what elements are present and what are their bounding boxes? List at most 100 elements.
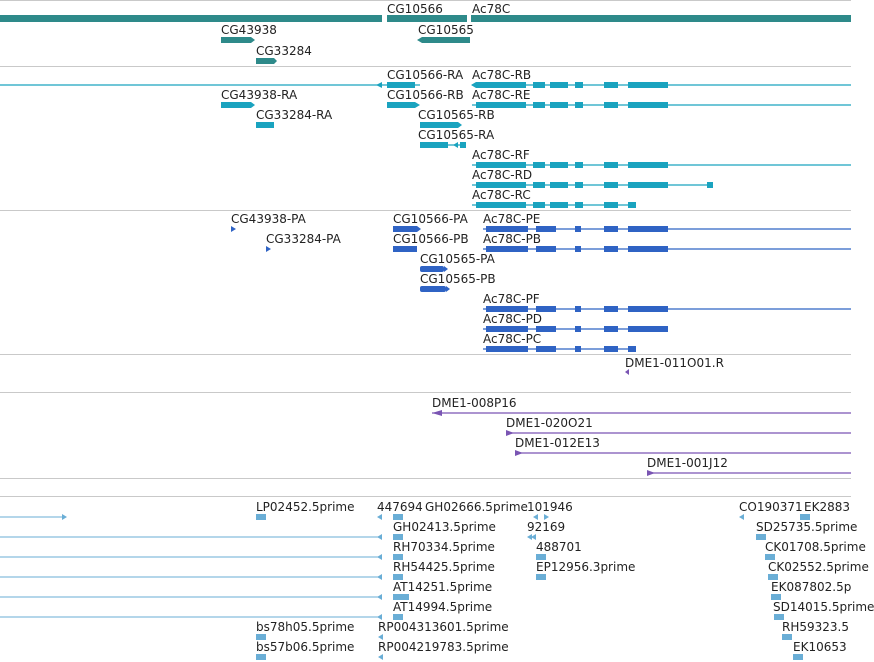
est-marker[interactable] xyxy=(393,574,403,580)
protein-label[interactable]: CG43938-PA xyxy=(231,212,306,226)
est-marker[interactable] xyxy=(393,554,403,560)
est-label[interactable]: EK10653 xyxy=(793,640,847,654)
est-label[interactable]: AT14994.5prime xyxy=(393,600,493,614)
est-label[interactable]: bs78h05.5prime xyxy=(256,620,355,634)
est-marker[interactable] xyxy=(793,654,803,660)
clone-arrow xyxy=(647,470,655,476)
est-label[interactable]: RH70334.5prime xyxy=(393,540,495,554)
est-marker[interactable] xyxy=(393,614,403,620)
est-label[interactable]: RH59323.5 xyxy=(782,620,849,634)
transcript-label[interactable]: Ac78C-RC xyxy=(472,188,531,202)
clone-label[interactable]: DME1-001J12 xyxy=(647,456,728,470)
protein-label[interactable]: Ac78C-PB xyxy=(483,232,542,246)
gene-bar-Ac78C[interactable] xyxy=(471,15,851,22)
gene-bar-CG10565[interactable] xyxy=(422,37,470,43)
est-marker[interactable] xyxy=(768,574,778,580)
est-label[interactable]: CK02552.5prime xyxy=(768,560,869,574)
transcript-label[interactable]: CG43938-RA xyxy=(221,88,298,102)
est-label[interactable]: bs57b06.5prime xyxy=(256,640,355,654)
est-label[interactable]: GH02413.5prime xyxy=(393,520,496,534)
protein-label[interactable]: Ac78C-PF xyxy=(483,292,540,306)
est-marker[interactable] xyxy=(393,514,403,520)
gene-bar-CG10566[interactable] xyxy=(0,15,382,22)
gene-bar-CG43938[interactable] xyxy=(221,37,251,43)
gene-label[interactable]: CG33284 xyxy=(256,44,312,58)
transcript-exon xyxy=(476,182,526,188)
protein-label[interactable]: CG33284-PA xyxy=(266,232,341,246)
transcript-exon xyxy=(575,202,583,208)
gene-label[interactable]: CG10565 xyxy=(418,23,474,37)
transcript-label[interactable]: CG10565-RA xyxy=(418,128,495,142)
protein-exon xyxy=(486,326,528,332)
transcript-exon xyxy=(604,102,618,108)
est-label[interactable]: AT14251.5prime xyxy=(393,580,493,594)
est-marker[interactable] xyxy=(765,554,775,560)
est-marker[interactable] xyxy=(774,614,784,620)
est-marker[interactable] xyxy=(393,534,403,540)
est-marker[interactable] xyxy=(771,594,781,600)
gene-bar-CG33284[interactable] xyxy=(256,58,274,64)
protein-label[interactable]: Ac78C-PE xyxy=(483,212,541,226)
track-divider xyxy=(0,0,851,1)
gene-label[interactable]: CG10566 xyxy=(387,2,443,16)
est-marker[interactable] xyxy=(536,554,546,560)
est-label[interactable]: CK01708.5prime xyxy=(765,540,866,554)
est-marker[interactable] xyxy=(756,534,766,540)
est-label[interactable]: CO190371 xyxy=(739,500,803,514)
clone-label[interactable]: DME1-008P16 xyxy=(432,396,517,410)
est-label[interactable]: 447694 xyxy=(377,500,423,514)
protein-exon xyxy=(575,226,581,232)
est-label[interactable]: GH02666.5prime xyxy=(425,500,528,514)
protein-label[interactable]: CG10566-PB xyxy=(393,232,469,246)
protein-label[interactable]: Ac78C-PD xyxy=(483,312,543,326)
gene-label[interactable]: CG43938 xyxy=(221,23,277,37)
transcript-label[interactable]: CG33284-RA xyxy=(256,108,333,122)
gene-bar-CG10566b[interactable] xyxy=(387,15,467,22)
transcript-label[interactable]: CG10565-RB xyxy=(418,108,495,122)
protein-label[interactable]: CG10565-PB xyxy=(420,272,496,286)
clone-end-label[interactable]: DME1-011O01.R xyxy=(625,356,724,370)
est-label[interactable]: RH54425.5prime xyxy=(393,560,495,574)
protein-label[interactable]: CG10565-PA xyxy=(420,252,495,266)
est-label[interactable]: 488701 xyxy=(536,540,582,554)
est-label[interactable]: RP004313601.5prime xyxy=(378,620,509,634)
est-marker[interactable] xyxy=(256,514,266,520)
est-label[interactable]: EP12956.3prime xyxy=(536,560,636,574)
est-label[interactable]: EK087802.5p xyxy=(771,580,852,594)
est-label[interactable]: SD25735.5prime xyxy=(756,520,858,534)
est-label[interactable]: 101946 xyxy=(527,500,573,514)
transcript-label[interactable]: Ac78C-RD xyxy=(472,168,533,182)
gene-arrow-CG43938 xyxy=(251,37,255,43)
est-marker[interactable] xyxy=(536,574,546,580)
est-label[interactable]: RP004219783.5prime xyxy=(378,640,509,654)
clone-label[interactable]: DME1-012E13 xyxy=(515,436,600,450)
protein-arrow xyxy=(446,286,450,292)
protein-label[interactable]: Ac78C-PC xyxy=(483,332,542,346)
transcript-exon xyxy=(550,162,568,168)
transcript-label[interactable]: Ac78C-RF xyxy=(472,148,530,162)
transcript-exon xyxy=(533,202,545,208)
est-marker[interactable] xyxy=(393,594,409,600)
transcript-label[interactable]: CG10566-RA xyxy=(387,68,464,82)
est-label[interactable]: EK2883 xyxy=(804,500,850,514)
protein-exon xyxy=(628,226,668,232)
transcript-label[interactable]: CG10566-RB xyxy=(387,88,464,102)
est-label[interactable]: LP02452.5prime xyxy=(256,500,355,514)
clone-label[interactable]: DME1-020O21 xyxy=(506,416,593,430)
est-marker[interactable] xyxy=(800,514,810,520)
est-marker[interactable] xyxy=(256,654,266,660)
est-marker[interactable] xyxy=(782,634,792,640)
clone-end-arrow[interactable] xyxy=(625,369,629,375)
est-marker[interactable] xyxy=(256,634,266,640)
protein-exon xyxy=(604,246,618,252)
protein-exon xyxy=(420,266,444,272)
gene-label[interactable]: Ac78C xyxy=(472,2,511,16)
transcript-label[interactable]: Ac78C-RB xyxy=(472,68,532,82)
transcript-label[interactable]: Ac78C-RE xyxy=(472,88,531,102)
est-label[interactable]: SD14015.5prime xyxy=(773,600,874,614)
transcript-exon xyxy=(533,102,545,108)
est-label[interactable]: 92169 xyxy=(527,520,566,534)
transcript-exon xyxy=(460,142,466,148)
protein-exon xyxy=(628,346,636,352)
protein-label[interactable]: CG10566-PA xyxy=(393,212,468,226)
